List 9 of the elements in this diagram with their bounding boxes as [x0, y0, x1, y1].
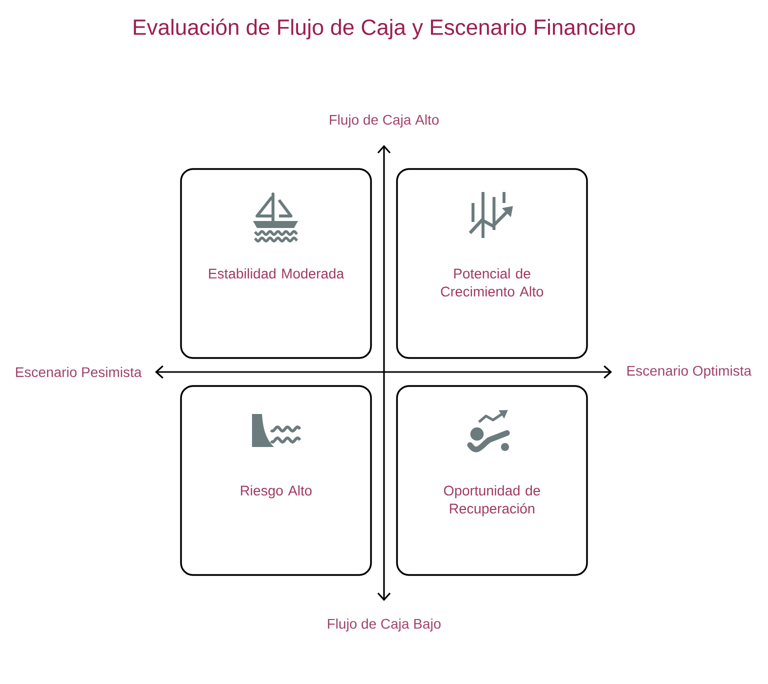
quadrant-box: Estabilidad Moderada	[180, 168, 372, 359]
title: Evaluación de Flujo de Caja y Escenario Financiero	[134, 18, 635, 40]
axis-label: Flujo de Caja Bajo	[328, 618, 441, 632]
quadrant-box: Riesgo Alto	[180, 385, 372, 576]
axis-label: Flujo de Caja Alto	[330, 114, 439, 128]
quadrant-box: Oportunidad de Recuperación	[396, 385, 588, 576]
axis-label: Escenario Pesimista	[16, 366, 142, 378]
axis-label: Escenario Optimista	[627, 365, 752, 379]
quadrant-box: Potencial de Crecimiento Alto	[396, 168, 588, 359]
